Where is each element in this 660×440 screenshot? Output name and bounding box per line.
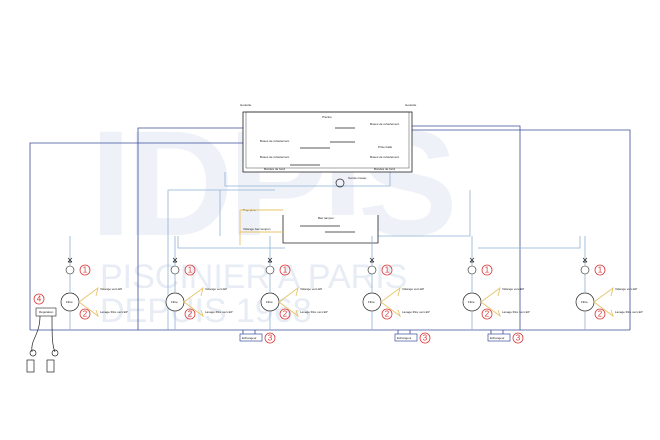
wash-drain-label: Lavage filtre vers EP <box>300 310 328 314</box>
pump-icon <box>170 265 180 275</box>
filter-marker <box>279 308 291 320</box>
wash-drain-label: Lavage filtre vers EP <box>205 310 233 314</box>
skimmer-label: Prise balai <box>378 145 392 149</box>
watermark-line1: PISCINIER A PARIS <box>100 258 407 296</box>
filter-label: Filtre <box>468 300 475 304</box>
exchanger-label: Echangeur <box>397 336 412 340</box>
treatment-marker-number: 4 <box>37 295 42 304</box>
pump-icon <box>580 265 590 275</box>
drain-label: Vidange vers EP <box>300 287 322 291</box>
valve-icon <box>267 257 273 263</box>
jets-left-2-label: Buses de refoulement <box>260 155 289 159</box>
pump-marker <box>279 264 291 276</box>
filter-marker-number: 2 <box>485 310 490 319</box>
dosing-pump-icon <box>29 349 37 357</box>
overflow-right-label: Goulotte <box>405 103 417 107</box>
valve-icon <box>369 257 375 263</box>
exchanger-marker <box>264 332 276 344</box>
wash-drain-label: Lavage filtre vers EP <box>615 310 643 314</box>
pump-marker-number: 1 <box>385 266 390 275</box>
chemical-tank-icon <box>26 359 35 373</box>
filter-marker <box>79 308 91 320</box>
valve-icon <box>469 257 475 263</box>
filter-marker <box>184 308 196 320</box>
exchanger-marker <box>419 332 431 344</box>
chemical-tank-icon <box>46 359 55 373</box>
drain-left-label: Bondes de fond <box>264 167 285 171</box>
heat-exchanger: Echangeur 3 <box>394 330 431 344</box>
drain-label: Vidange vers EP <box>502 287 524 291</box>
pump-marker <box>594 264 606 276</box>
pump-marker-number: 1 <box>485 266 490 275</box>
pump-marker <box>481 264 493 276</box>
drain-label: Vidange vers EP <box>205 287 227 291</box>
pump-marker-number: 1 <box>283 266 288 275</box>
filter-marker <box>594 308 606 320</box>
dosing-pump-icon <box>51 349 59 357</box>
filter-label: Filtre <box>581 300 588 304</box>
drain-label: Vidange vers EP <box>402 287 424 291</box>
filter-marker-number: 2 <box>283 310 288 319</box>
drain-label: Vidange vers EP <box>615 287 637 291</box>
filter-label: Filtre <box>171 300 178 304</box>
level-sensor-label: Sonde niveau <box>348 176 367 180</box>
tank-drain-label: Vidange bac tampon <box>243 227 271 231</box>
exchanger-marker <box>512 332 524 344</box>
filter-marker-number: 2 <box>385 310 390 319</box>
valve-icon <box>582 257 588 263</box>
overflow-left-label: Goulotte <box>240 103 252 107</box>
pool-title: Piscine <box>322 115 332 119</box>
pump-marker-number: 1 <box>598 266 603 275</box>
pump-icon <box>265 265 275 275</box>
wash-drain-label: Lavage filtre vers EP <box>502 310 530 314</box>
exchanger-label: Echangeur <box>490 336 505 340</box>
valve-icon <box>67 257 73 263</box>
filter-label: Filtre <box>66 300 73 304</box>
jets-left-1-label: Buses de refoulement <box>260 139 289 143</box>
exchanger-marker-number: 3 <box>268 334 273 343</box>
jets-right-2-label: Buses de refoulement <box>370 155 399 159</box>
valve-icon <box>172 257 178 263</box>
filter-label: Filtre <box>266 300 273 304</box>
jets-right-1-label: Buses de refoulement <box>370 122 399 126</box>
drain-right-label: Bondes de fond <box>374 167 395 171</box>
pump-icon <box>367 265 377 275</box>
buffer-tank: Bac tampon Trop plein Vidange bac tampon… <box>239 176 379 245</box>
tank-title: Bac tampon <box>318 216 334 220</box>
filter-marker-number: 2 <box>83 310 88 319</box>
heat-exchanger: Echangeur 3 <box>487 330 524 344</box>
pump-marker-number: 1 <box>188 266 193 275</box>
wash-drain-label: Lavage filtre vers EP <box>100 310 128 314</box>
pump-marker <box>184 264 196 276</box>
exchanger-label: Echangeur <box>242 336 257 340</box>
heat-exchanger: Echangeur 3 <box>239 330 276 344</box>
filter-marker-number: 2 <box>188 310 193 319</box>
treatment-marker <box>33 293 45 305</box>
treatment-unit: Régulation 4 <box>26 293 59 373</box>
pump-icon <box>65 265 75 275</box>
filter-marker-number: 2 <box>598 310 603 319</box>
drain-label: Vidange vers EP <box>100 287 122 291</box>
pump-icon <box>467 265 477 275</box>
treatment-label: Régulation <box>39 310 54 314</box>
level-sensor-icon <box>335 178 345 188</box>
exchanger-marker-number: 3 <box>423 334 428 343</box>
filter-marker <box>481 308 493 320</box>
pool: Piscine Goulotte Goulotte Buses de refou… <box>240 103 417 173</box>
pump-marker <box>381 264 393 276</box>
filter-label: Filtre <box>368 300 375 304</box>
exchanger-marker-number: 3 <box>516 334 521 343</box>
filter-marker <box>381 308 393 320</box>
wash-drain-label: Lavage filtre vers EP <box>402 310 430 314</box>
pump-marker-number: 1 <box>83 266 88 275</box>
pump-marker <box>79 264 91 276</box>
